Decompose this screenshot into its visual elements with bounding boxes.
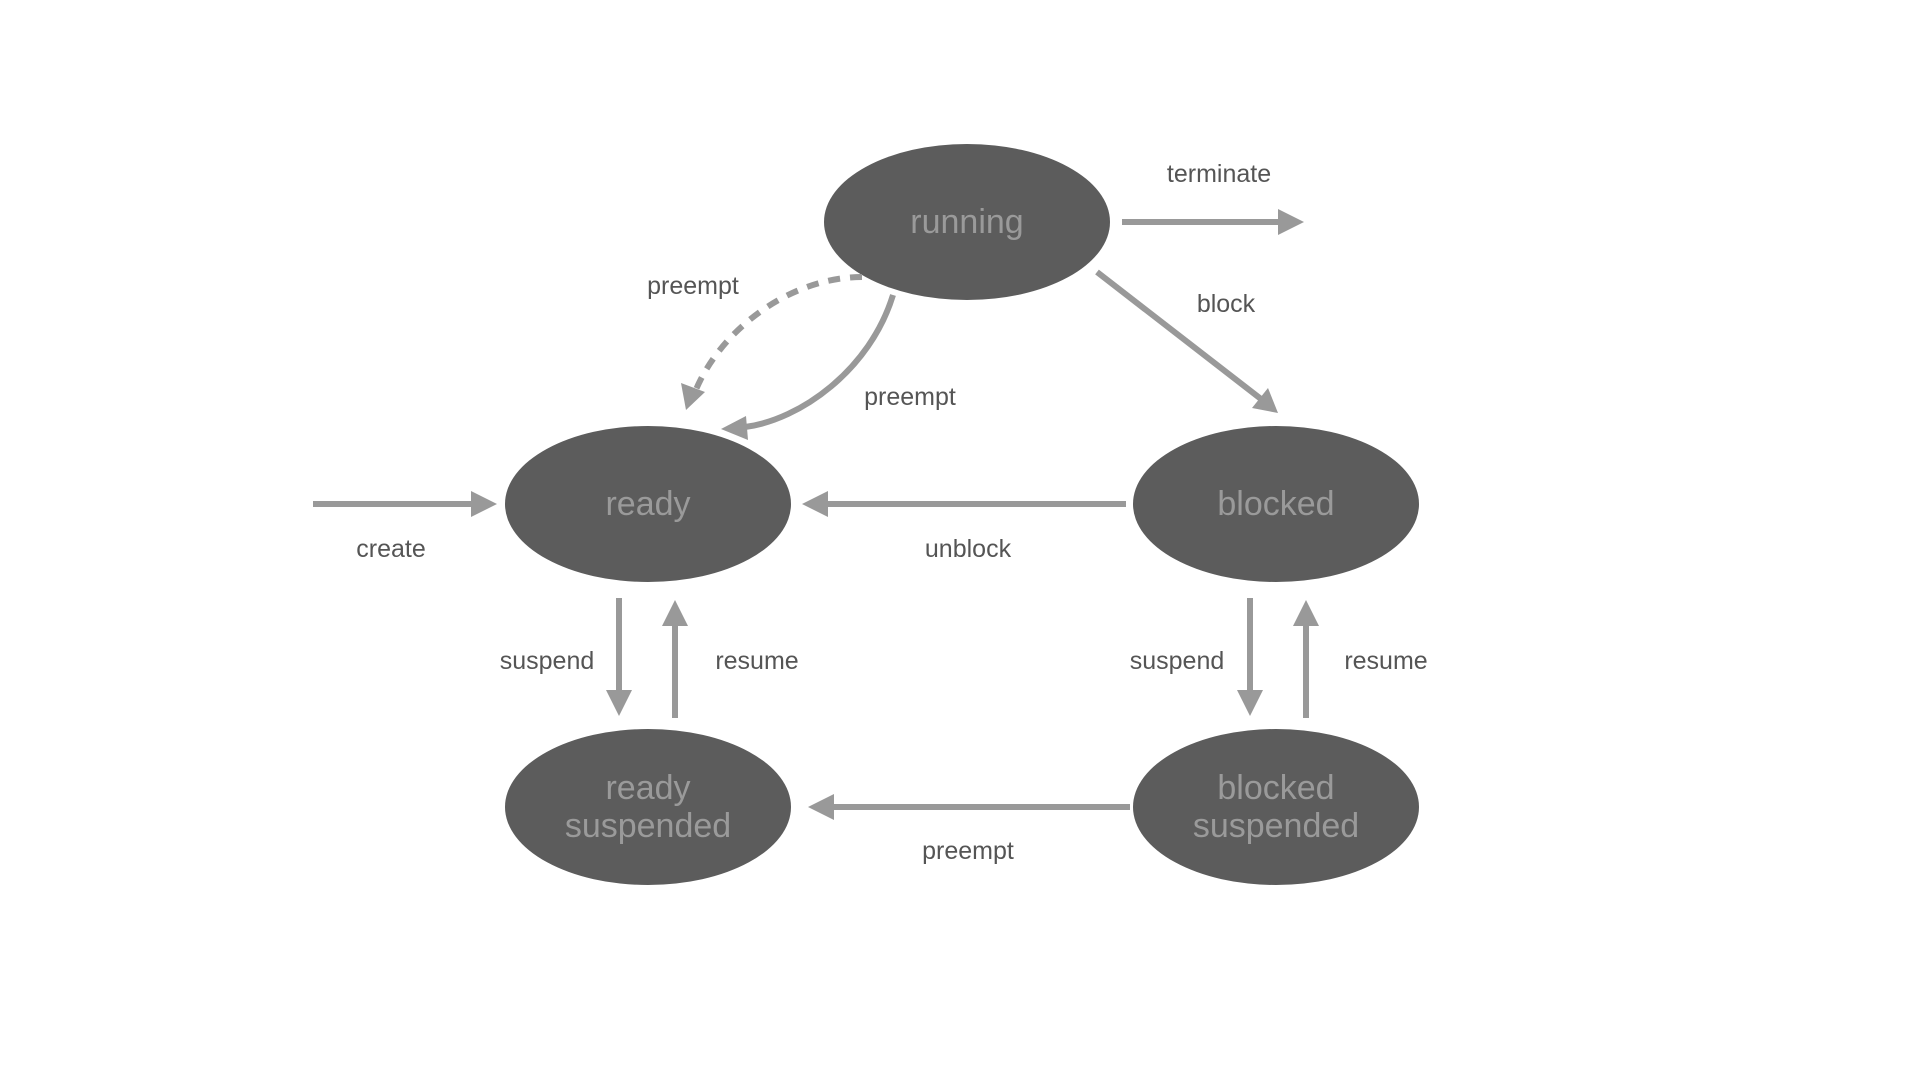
edge-preempt-dashed-label: preempt xyxy=(647,272,739,300)
edge-block-label: block xyxy=(1197,290,1256,318)
node-ready-suspended-label-line1: ready xyxy=(605,769,690,807)
edge-create: create xyxy=(313,491,497,563)
edge-resume-ready-arrowhead xyxy=(662,600,688,626)
node-blocked-suspended-label-line1: blocked xyxy=(1217,769,1334,807)
edge-preempt-dashed-path xyxy=(692,274,863,394)
node-blocked-suspended: blocked suspended xyxy=(1133,729,1419,885)
edge-resume-blocked-label: resume xyxy=(1344,647,1427,675)
node-running-label: running xyxy=(910,203,1023,241)
edge-resume-blocked-arrowhead xyxy=(1293,600,1319,626)
edge-preempt-solid: preempt xyxy=(721,294,956,440)
edge-preempt-dashed-arrowhead xyxy=(681,383,705,410)
node-ready-shape xyxy=(505,426,791,582)
node-ready: ready xyxy=(505,426,791,582)
edge-preempt-suspended-label: preempt xyxy=(922,837,1014,865)
edge-block-arrowhead xyxy=(1252,388,1278,413)
edge-preempt-solid-arrowhead xyxy=(721,416,748,440)
node-blocked: blocked xyxy=(1133,426,1419,582)
edge-terminate-label: terminate xyxy=(1167,160,1271,188)
edge-suspend-ready-arrowhead xyxy=(606,690,632,716)
edge-resume-blocked: resume xyxy=(1293,600,1428,718)
node-blocked-shape xyxy=(1133,426,1419,582)
edge-resume-ready-label: resume xyxy=(715,647,798,675)
edge-preempt-dashed: preempt xyxy=(647,272,863,410)
edge-terminate: terminate xyxy=(1122,160,1304,235)
edge-preempt-solid-label: preempt xyxy=(864,383,956,411)
edge-create-label: create xyxy=(356,535,425,563)
edge-create-arrowhead xyxy=(471,491,497,517)
node-running-shape xyxy=(824,144,1110,300)
node-blocked-suspended-shape xyxy=(1133,729,1419,885)
edge-unblock-arrowhead xyxy=(802,491,828,517)
node-ready-label: ready xyxy=(605,485,690,523)
node-running: running xyxy=(824,144,1110,300)
edge-block: block xyxy=(1095,269,1278,413)
edge-preempt-suspended: preempt xyxy=(808,794,1130,865)
edge-suspend-ready-label: suspend xyxy=(500,647,595,675)
edge-preempt-suspended-arrowhead xyxy=(808,794,834,820)
node-ready-suspended: ready suspended xyxy=(505,729,791,885)
node-ready-suspended-label-line2: suspended xyxy=(565,807,731,845)
edge-preempt-solid-path xyxy=(744,294,896,430)
node-ready-suspended-shape xyxy=(505,729,791,885)
node-blocked-suspended-label-line2: suspended xyxy=(1193,807,1359,845)
edge-unblock: unblock xyxy=(802,491,1126,563)
edge-terminate-arrowhead xyxy=(1278,209,1304,235)
node-blocked-label: blocked xyxy=(1217,485,1334,523)
edge-suspend-blocked: suspend xyxy=(1130,598,1263,716)
edge-suspend-ready: suspend xyxy=(500,598,632,716)
edge-suspend-blocked-label: suspend xyxy=(1130,647,1225,675)
edge-unblock-label: unblock xyxy=(925,535,1012,563)
edge-suspend-blocked-arrowhead xyxy=(1237,690,1263,716)
edge-resume-ready: resume xyxy=(662,600,799,718)
edge-block-line xyxy=(1095,269,1263,402)
